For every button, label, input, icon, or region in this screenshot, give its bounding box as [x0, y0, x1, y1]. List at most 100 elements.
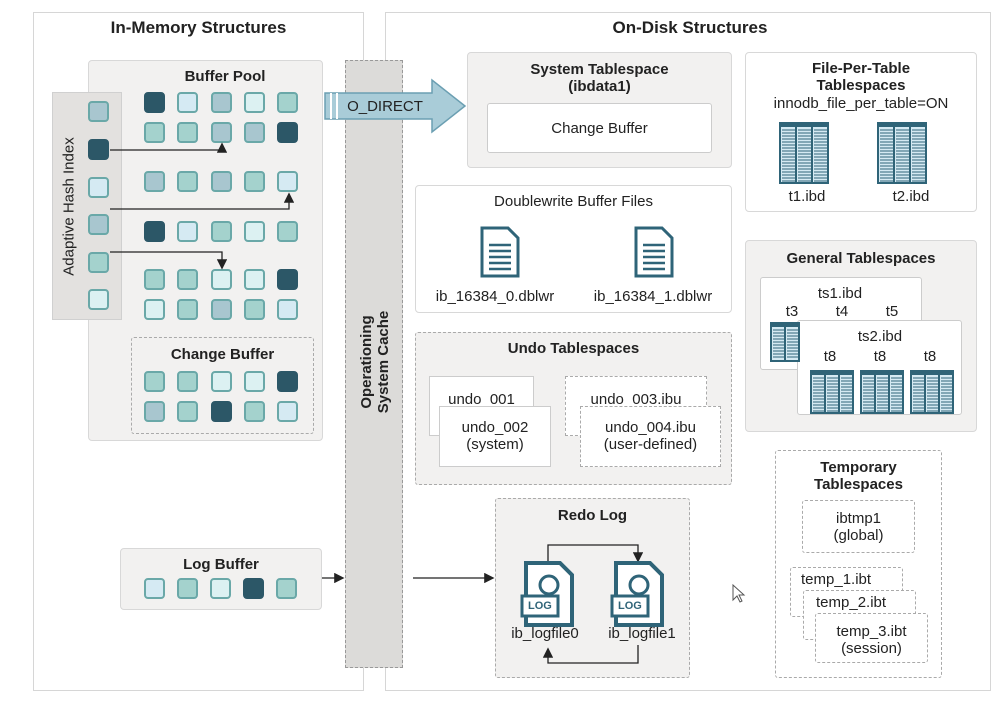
change-buffer-page	[244, 371, 265, 392]
s: (user-defined)	[603, 436, 698, 453]
s: (session)	[841, 640, 902, 657]
log-icon-label-1: LOG	[618, 600, 642, 612]
table-icon	[877, 122, 927, 184]
table-icon	[810, 370, 854, 414]
change-buffer-page	[144, 401, 165, 422]
table-icon	[860, 370, 904, 414]
log-buffer-title: Log Buffer	[183, 556, 259, 573]
buffer-pool-page	[277, 269, 298, 290]
change-buffer-page	[244, 401, 265, 422]
log-file-icon	[520, 561, 574, 627]
hash-index-entry	[88, 214, 109, 235]
n: ibtmp1	[835, 510, 882, 527]
buffer-pool-page	[277, 122, 298, 143]
in-memory-title: In-Memory Structures	[110, 18, 287, 37]
buffer-pool-page	[211, 269, 232, 290]
buffer-pool-page	[144, 122, 165, 143]
change-buffer-title: Change Buffer	[170, 346, 275, 363]
buffer-pool-page	[211, 122, 232, 143]
buffer-pool-page	[277, 221, 298, 242]
document-icon	[480, 226, 520, 278]
buffer-pool-page	[177, 269, 198, 290]
ts1-t3: t3	[785, 303, 799, 320]
cursor-icon	[732, 583, 746, 603]
buffer-pool-title: Buffer Pool	[184, 68, 266, 85]
system-change-buffer: Change Buffer	[487, 103, 712, 153]
logfile-0: ib_logfile0	[511, 625, 579, 642]
ibtmp1: ibtmp1(global)	[802, 500, 915, 553]
hash-index-entry	[88, 252, 109, 273]
ts2-t8a: t8	[823, 348, 837, 365]
hash-index-entry	[88, 101, 109, 122]
change-buffer-page	[277, 371, 298, 392]
buffer-pool-page	[244, 269, 265, 290]
dblwr-file-0: ib_16384_0.dblwr	[435, 288, 555, 305]
hash-index-entry	[88, 289, 109, 310]
t2: Tablespaces	[814, 476, 903, 493]
log-buffer-entry	[243, 578, 264, 599]
buffer-pool-page	[244, 171, 265, 192]
buffer-pool-page	[144, 269, 165, 290]
file-t1: t1.ibd	[788, 188, 826, 205]
buffer-pool-page	[144, 299, 165, 320]
ts1-label: ts1.ibd	[817, 285, 863, 302]
n: temp_3.ibt	[836, 623, 907, 640]
buffer-pool-page	[244, 122, 265, 143]
buffer-pool-page	[177, 221, 198, 242]
temp-3: temp_3.ibt(session)	[815, 613, 928, 663]
table-icon	[770, 322, 800, 362]
dblwr-file-1: ib_16384_1.dblwr	[593, 288, 713, 305]
change-buffer-page	[177, 371, 198, 392]
buffer-pool-page	[144, 92, 165, 113]
file-t2: t2.ibd	[892, 188, 930, 205]
ts2-t8b: t8	[873, 348, 887, 365]
buffer-pool-page	[177, 171, 198, 192]
log-buffer-entry	[177, 578, 198, 599]
buffer-pool-page	[277, 92, 298, 113]
s: (global)	[833, 527, 884, 544]
temporary-tablespaces	[775, 450, 942, 678]
redo-title: Redo Log	[557, 507, 628, 524]
buffer-pool-page	[144, 221, 165, 242]
buffer-pool-page	[244, 299, 265, 320]
subtitle: (ibdata1)	[568, 78, 631, 95]
buffer-pool-page	[211, 92, 232, 113]
table-icon	[910, 370, 954, 414]
doublewrite-title: Doublewrite Buffer Files	[494, 193, 653, 210]
log-buffer-entry	[210, 578, 231, 599]
buffer-pool-page	[144, 171, 165, 192]
change-buffer-page	[177, 401, 198, 422]
title: System Tablespace	[530, 61, 669, 78]
undo-002: undo_002(system)	[439, 406, 551, 467]
doublewrite-buffer-files	[415, 185, 732, 313]
log-file-icon	[610, 561, 664, 627]
log-buffer-entry	[276, 578, 297, 599]
change-buffer-page	[211, 371, 232, 392]
t1: Temporary	[820, 459, 897, 476]
general-title: General Tablespaces	[786, 250, 936, 267]
buffer-pool-page	[244, 92, 265, 113]
os-cache	[345, 60, 403, 668]
ts2-label: ts2.ibd	[857, 328, 903, 345]
buffer-pool-page	[177, 299, 198, 320]
table-icon	[779, 122, 829, 184]
undo-004: undo_004.ibu(user-defined)	[580, 406, 721, 467]
hash-index-entry	[88, 177, 109, 198]
buffer-pool-page	[244, 221, 265, 242]
n: undo_002	[461, 419, 529, 436]
logfile-1: ib_logfile1	[608, 625, 676, 642]
change-buffer-page	[211, 401, 232, 422]
document-icon	[634, 226, 674, 278]
buffer-pool-page	[211, 221, 232, 242]
on-disk-title: On-Disk Structures	[612, 18, 768, 37]
buffer-pool-page	[177, 92, 198, 113]
hash-index-entry	[88, 139, 109, 160]
t2: Tablespaces	[816, 77, 906, 94]
buffer-pool-page	[211, 171, 232, 192]
n: undo_004.ibu	[605, 419, 696, 436]
